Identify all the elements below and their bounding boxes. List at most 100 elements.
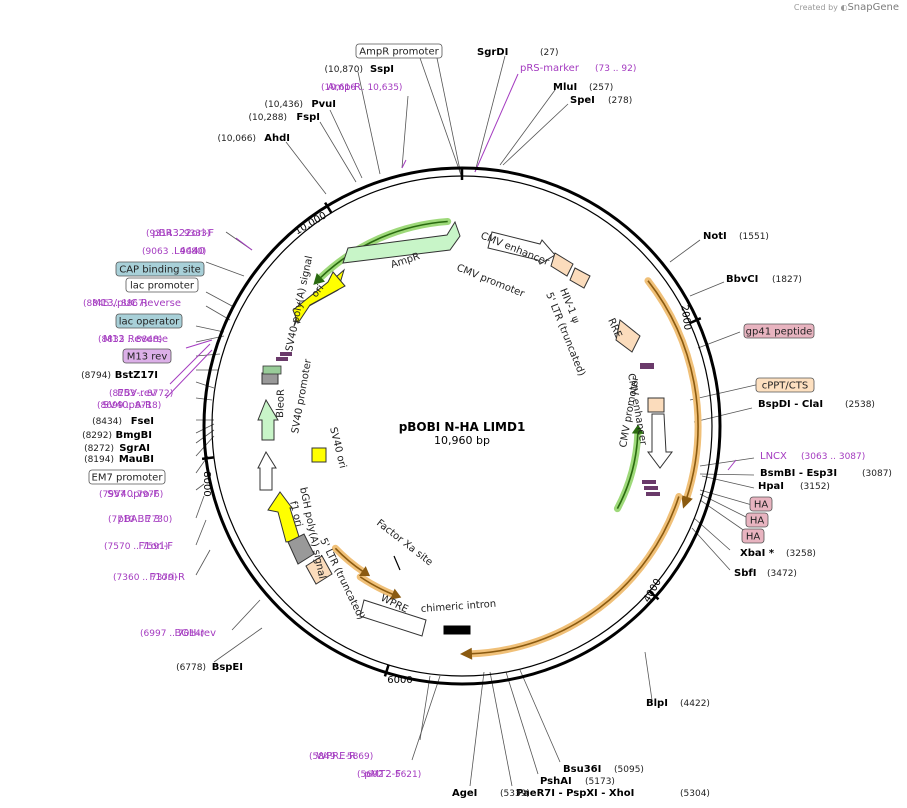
boxed-label-text: EM7 promoter [92,473,164,484]
leader-line [329,109,363,179]
enzyme-position: (5339) [500,789,530,799]
leader-line [689,281,725,297]
enzyme-position: (5095) [614,765,644,775]
enzyme-label: SspI [370,64,394,75]
snapgene-logo-icon: ◐ [840,3,848,12]
enzyme-position: (6778) [176,663,206,673]
boxed-label-text: gp41 peptide [746,327,813,338]
enzyme-position: (10,870) [324,65,363,75]
enzyme-label: XbaI * [740,548,775,559]
primer-position: (8753 .. 8772) [109,389,173,399]
enzyme-position: (4422) [680,699,710,709]
boxed-label-text: lac promoter [130,281,195,292]
orange-arc-cds-core [647,280,699,500]
enzyme-position: (27) [540,48,558,58]
primer-leader [165,349,213,399]
primer-label: pBABE 3' [117,514,163,525]
boxed-label-text: M13 rev [127,352,168,363]
leader-line [195,519,207,546]
primer-position: (6997 .. 7014) [140,629,204,639]
enzyme-position: (278) [608,96,632,106]
leader-line [436,57,463,181]
primer-position: (7710 .. 7730) [108,515,172,525]
leader-line [195,495,205,519]
orange-arc-long-arrowhead [460,647,473,660]
primer-label: EBV-rev [117,388,156,399]
leader-line [499,89,556,166]
primer-label: F1ori-F [139,541,174,552]
primer-leader [169,343,211,385]
tick-label: 6000 [387,675,412,686]
bgh-polya-feature [287,533,315,565]
primer-position: (8699 .. 8718) [97,401,161,411]
primer-label: pMT2-F [364,769,401,780]
leader-line [502,103,569,166]
wpre-feature [359,599,427,637]
leader-line [401,95,409,169]
green-arc-core [616,432,639,510]
sv40-promoter-feature [257,450,277,491]
enzyme-label: FseI [131,416,154,427]
leader-line [419,57,463,179]
feature-label: SV40 promoter [290,357,314,434]
enzyme-label: BbvCI [726,274,758,285]
enzyme-label: Bsu36I [563,764,601,775]
leader-line [469,671,485,787]
enzyme-label: SbfI [734,568,756,579]
primer-position: (8845 .. 8867) [83,299,147,309]
green-arc-ampr-core [319,220,448,280]
enzyme-label: PaeR7I - PspXI - XhoI [516,788,634,799]
primer-position: (7570 .. 7591) [104,542,168,552]
boxed-label: HA [745,512,769,528]
enzyme-label: PshAI [540,776,572,787]
enzyme-label: SgrDI [477,47,508,58]
cppt-feature [647,397,665,413]
primer-label: F1ori-R [149,572,185,583]
leader-line [691,527,731,571]
primer-leader [727,459,737,471]
enzyme-label: HpaI [758,481,784,492]
small-feature-marker [276,357,288,361]
leader-line [701,475,755,489]
leader-line [489,671,513,787]
leader-line [195,483,205,491]
enzyme-label: BspEI [212,662,243,673]
leader-line [411,675,441,761]
primer-leader [401,159,407,169]
enzyme-position: (10,288) [248,113,287,123]
rre-feature [615,319,641,353]
tick-mark [383,664,390,677]
plasmid-length: 10,960 bp [434,434,490,447]
boxed-label: HA [741,528,765,544]
boxed-label: lac operator [115,313,183,329]
enzyme-label: BstZ17I [115,370,158,381]
leader-line [205,261,245,277]
feature-label: SV40 ori [327,426,348,470]
leader-line [699,457,755,467]
tick-mark [689,317,702,325]
feature-label: chimeric intron [420,599,496,615]
leader-line [319,121,357,183]
ampr-feature [342,220,461,264]
primer-label: L4440 [174,246,205,257]
leader-line [689,383,761,401]
boxed-label: CAP binding site [115,261,205,277]
leader-line [195,325,225,333]
enzyme-position: (1551) [739,232,769,242]
leader-line [505,671,539,775]
primer-label: WPRE-R [316,751,356,762]
snapgene-watermark: Created by ◐SnapGene [793,2,899,13]
factor-xa-marker [393,555,401,571]
boxed-label-text: cPPT/CTS [762,381,808,392]
boxed-label: cPPT/CTS [755,377,815,393]
primer-label: M13 Reverse [103,334,168,345]
hiv-psi-feature [550,252,574,277]
orange-arc-long [466,492,683,658]
enzyme-label: BspDI - ClaI [758,399,823,410]
feature-shapes [257,220,673,637]
leader-line [205,291,233,307]
chimeric-intron-feature [443,625,471,635]
enzyme-label: AgeI [452,788,477,799]
boxed-label: gp41 peptide [743,323,815,339]
feature-label: CMV promoter [455,263,527,301]
